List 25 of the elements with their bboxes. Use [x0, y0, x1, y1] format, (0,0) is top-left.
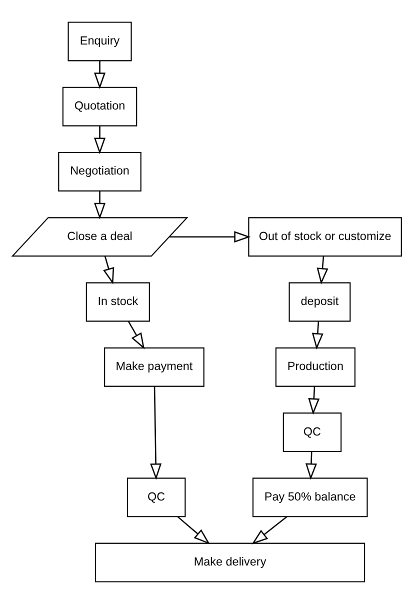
node-box: Enquiry — [68, 22, 132, 62]
node-box: Make payment — [104, 347, 204, 387]
node-box: Negotiation — [58, 152, 142, 192]
arrow — [308, 386, 320, 415]
node-box: Quotation — [62, 86, 138, 126]
node-box: deposit — [288, 282, 351, 322]
arrow — [94, 126, 106, 154]
arrow — [169, 231, 251, 243]
node-box: Out of stock or customize — [248, 217, 402, 257]
arrow — [305, 452, 317, 480]
arrow — [316, 256, 328, 284]
node-box: Pay 50% balance — [252, 478, 368, 518]
node-box: Production — [275, 347, 356, 387]
arrow — [312, 321, 324, 350]
node-box: Make delivery — [94, 542, 366, 582]
node-box: QC — [282, 412, 342, 452]
arrow — [177, 516, 210, 544]
arrow — [103, 256, 114, 284]
arrow — [128, 320, 145, 350]
node-box: QC — [127, 478, 186, 518]
arrow — [94, 191, 106, 220]
arrow — [150, 386, 162, 480]
arrow — [252, 516, 288, 544]
arrow — [94, 60, 106, 90]
node-box: In stock — [86, 282, 150, 322]
